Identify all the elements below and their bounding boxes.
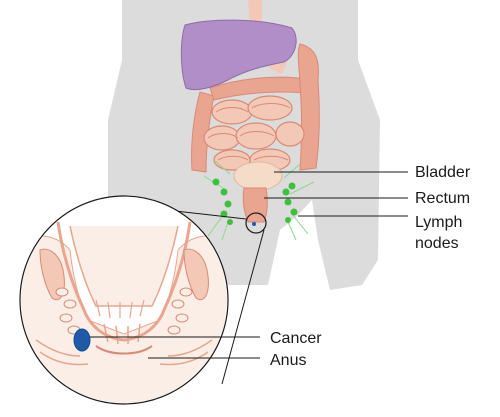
cancer-mass: [73, 328, 91, 352]
magnified-inset: [19, 195, 229, 405]
lymph-node: [220, 210, 228, 218]
label-bladder: Bladder: [415, 164, 471, 181]
anus: [95, 345, 153, 355]
label-anus: Anus: [270, 352, 306, 369]
label-rectum: Rectum: [415, 190, 470, 207]
lymph-node: [220, 188, 228, 196]
lymph-nodes: [212, 178, 298, 225]
label-lymph-nodes-line1: Lymph: [415, 214, 462, 231]
small-intestine: [203, 95, 305, 172]
leader-lines: [90, 171, 408, 359]
lymph-node: [282, 188, 290, 196]
rectum: [242, 187, 268, 223]
label-cancer: Cancer: [270, 330, 322, 347]
lymph-vessels: [203, 159, 315, 241]
cancer-dot-small: [252, 222, 256, 226]
lymph-node: [284, 198, 292, 206]
lymph-node: [285, 217, 291, 223]
magnification-source-circle: [245, 212, 267, 234]
label-lymph-nodes-line2: nodes: [415, 235, 459, 252]
lymph-node: [290, 208, 298, 216]
intestine-folds: [207, 103, 291, 161]
lymph-node: [227, 219, 233, 225]
large-intestine: [191, 43, 320, 173]
lymph-node: [212, 178, 220, 186]
lymph-node: [224, 200, 232, 208]
lymph-node: [288, 182, 296, 190]
bladder: [233, 161, 283, 191]
liver: [180, 19, 297, 91]
